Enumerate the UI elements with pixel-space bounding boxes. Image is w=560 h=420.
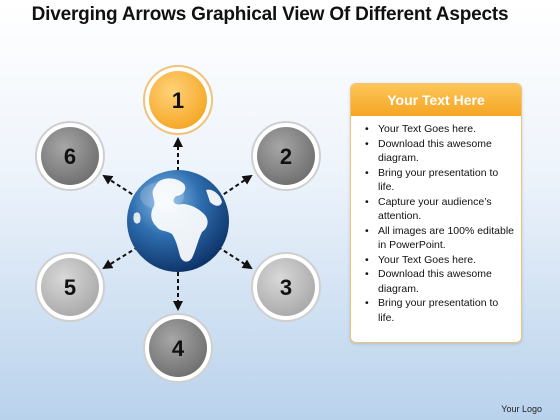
nodes-group: 1 2 3 4 5 6	[35, 65, 321, 383]
node-number: 5	[64, 275, 76, 300]
bullet-item: Download this awesome diagram.	[365, 137, 515, 166]
dashed-arrow-3	[217, 246, 253, 270]
bullet-item: Bring your presentation to life.	[365, 166, 515, 195]
logo-text: Your Logo	[501, 404, 542, 414]
bullet-item: All images are 100% editable in PowerPoi…	[365, 224, 515, 253]
card-bullet-list: Your Text Goes here. Download this aweso…	[351, 116, 521, 325]
node-number: 3	[280, 275, 292, 300]
card-header: Your Text Here	[351, 84, 521, 116]
globe-icon	[127, 170, 229, 272]
node-1: 1	[143, 65, 213, 135]
arrows-group	[102, 137, 253, 311]
node-number: 4	[172, 336, 185, 361]
bullet-item: Your Text Goes here.	[365, 253, 515, 268]
slide-title: Diverging Arrows Graphical View Of Diffe…	[31, 4, 509, 25]
node-6: 6	[35, 121, 105, 191]
node-number: 2	[280, 144, 292, 169]
node-5: 5	[35, 252, 105, 322]
bullet-item: Download this awesome diagram.	[365, 267, 515, 296]
bullet-item: Capture your audience’s attention.	[365, 195, 515, 224]
bullet-item: Your Text Goes here.	[365, 122, 515, 137]
node-number: 6	[64, 144, 76, 169]
bullet-item: Bring your presentation to life.	[365, 296, 515, 325]
node-2: 2	[251, 121, 321, 191]
dashed-arrow-6	[102, 174, 139, 199]
node-3: 3	[251, 252, 321, 322]
node-4: 4	[143, 313, 213, 383]
dashed-arrow-2	[217, 174, 253, 199]
dashed-arrow-5	[102, 246, 139, 270]
text-card: Your Text Here Your Text Goes here. Down…	[350, 83, 522, 343]
node-number: 1	[172, 88, 184, 113]
